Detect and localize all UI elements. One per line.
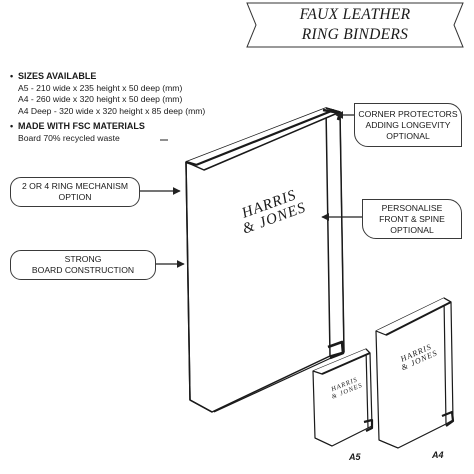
board-line-1: STRONG [64, 254, 102, 264]
callout-corner-protectors: CORNER PROTECTORS ADDING LONGEVITY OPTIO… [354, 103, 462, 147]
board-line-2: BOARD CONSTRUCTION [31, 265, 135, 275]
personalise-line-2: FRONT & SPINE [379, 213, 445, 224]
ring-line-2: OPTION [58, 192, 92, 202]
title-banner: FAUX LEATHER RING BINDERS [246, 2, 464, 48]
bullet-icon: • [10, 121, 14, 132]
size-a4: A4 - 260 wide x 320 height x 50 deep (mm… [18, 94, 183, 105]
sizes-heading-text: SIZES AVAILABLE [18, 71, 97, 81]
personalise-line-3: OPTIONAL [390, 224, 434, 235]
corner-line-1: CORNER PROTECTORS [358, 108, 458, 119]
corner-line-2: ADDING LONGEVITY [365, 119, 451, 130]
callout-personalise: PERSONALISE FRONT & SPINE OPTIONAL [362, 199, 462, 239]
materials-note: Board 70% recycled waste [18, 132, 120, 143]
specs-block: • SIZES AVAILABLE A5 - 210 wide x 235 hei… [10, 71, 205, 145]
a5-binder [312, 348, 374, 447]
sizes-heading: • SIZES AVAILABLE [10, 71, 205, 83]
size-a4-deep: A4 Deep - 320 wide x 320 height x 85 dee… [18, 105, 206, 116]
ring-line-1: 2 OR 4 RING MECHANISM [21, 181, 128, 191]
title-line-1: FAUX LEATHER [299, 6, 411, 23]
materials-heading-text: MADE WITH FSC MATERIALS [18, 121, 145, 132]
size-label-a4: A4 [432, 450, 444, 460]
size-label-a5: A5 [349, 452, 361, 462]
personalise-line-1: PERSONALISE [381, 202, 443, 213]
callout-board: STRONG BOARD CONSTRUCTION [10, 250, 156, 280]
callout-ring-mechanism: 2 OR 4 RING MECHANISM OPTION [10, 177, 140, 207]
banner-frame [246, 2, 464, 48]
bullet-icon: • [10, 71, 14, 81]
size-a5: A5 - 210 wide x 235 height x 50 deep (mm… [18, 82, 183, 93]
large-binder [185, 107, 345, 413]
materials-heading: • MADE WITH FSC MATERIALS [10, 121, 205, 133]
callout-arrows [140, 111, 362, 268]
corner-line-3: OPTIONAL [386, 130, 430, 141]
a4-binder [375, 297, 455, 449]
title-line-2: RING BINDERS [301, 26, 409, 43]
